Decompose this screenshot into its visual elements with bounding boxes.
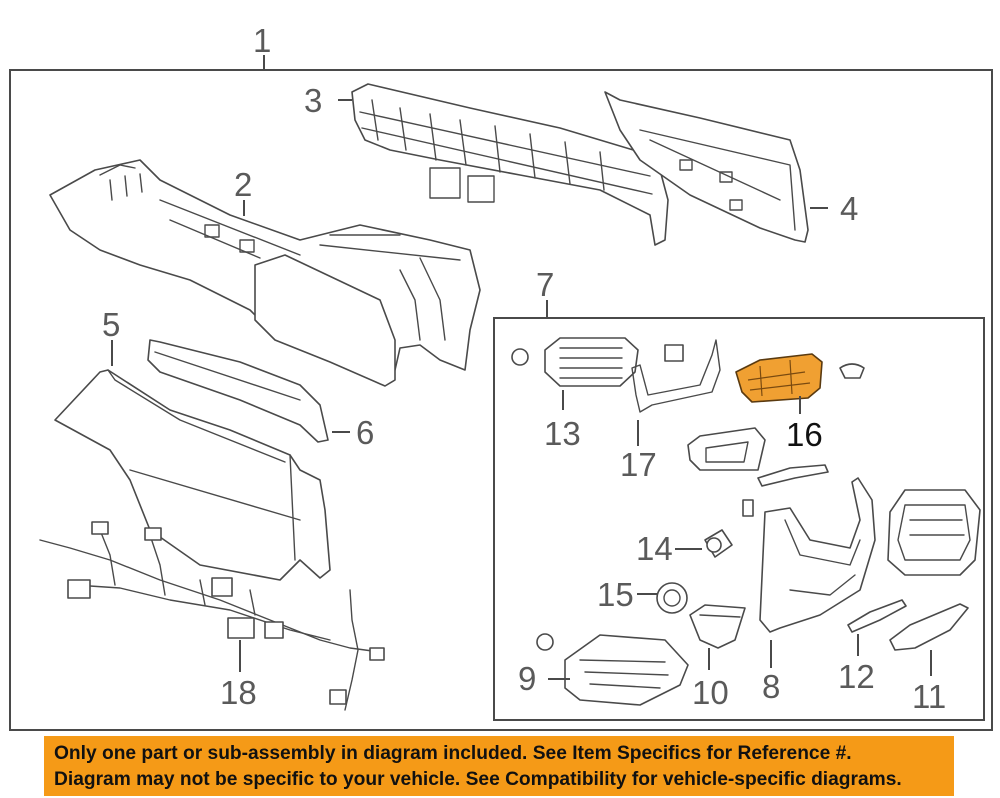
sub-assembly-frame-7	[493, 300, 985, 721]
callout-15: 15	[597, 576, 634, 613]
notice-line-2: Diagram may not be specific to your vehi…	[54, 769, 902, 790]
part-5-side-panel	[54, 369, 331, 581]
notice-line-1: Only one part or sub-assembly in diagram…	[54, 743, 852, 764]
assembly-frame-1	[9, 55, 993, 731]
part-9-lower-vent	[536, 633, 689, 706]
callout-7: 7	[536, 266, 554, 303]
callout-12: 12	[838, 658, 875, 695]
callout-18: 18	[220, 674, 257, 711]
callout-16: 16	[786, 416, 823, 453]
part-15-knob	[656, 582, 688, 614]
part-right-vent	[887, 489, 981, 576]
callout-14: 14	[636, 530, 673, 567]
callout-1: 1	[253, 22, 271, 59]
part-6-side-trim	[147, 339, 329, 443]
callout-3: 3	[304, 82, 322, 119]
part-17-bracket	[631, 339, 721, 413]
part-4-trim-panel	[604, 91, 809, 243]
callout-17: 17	[620, 446, 657, 483]
callout-4: 4	[840, 190, 858, 227]
notice-banner: Only one part or sub-assembly in diagram…	[44, 736, 954, 796]
part-16-switch-module-highlighted	[735, 353, 865, 403]
callout-labels: 1 3 2 4 7 5 6 13 16 17 14 15 9 10 8 12 1…	[102, 22, 946, 715]
callout-9: 9	[518, 660, 536, 697]
part-18-wiring-harness	[39, 521, 385, 711]
callout-10: 10	[692, 674, 729, 711]
callout-8: 8	[762, 668, 780, 705]
callout-2: 2	[234, 166, 252, 203]
callout-6: 6	[356, 414, 374, 451]
leader-lines	[111, 99, 932, 680]
callout-5: 5	[102, 306, 120, 343]
part-14-bulb	[704, 529, 733, 558]
callout-11: 11	[912, 678, 946, 715]
part-3-upper-panel	[351, 83, 669, 246]
part-2-console-frame	[49, 159, 481, 387]
part-11-trim-piece	[889, 603, 969, 651]
part-12-trim-strip	[847, 599, 907, 633]
part-10-cup	[689, 604, 746, 649]
part-8-center-bezel	[742, 477, 876, 633]
callout-13: 13	[544, 415, 581, 452]
part-13-vent	[511, 337, 639, 387]
part-trim-ring	[687, 427, 829, 487]
